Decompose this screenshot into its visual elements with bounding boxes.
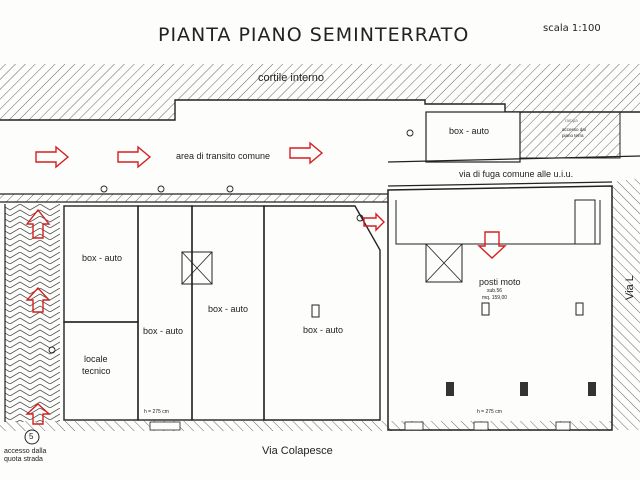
arrow-up-2 [25,286,51,313]
courtyard-hatch [0,64,640,120]
arrow-right-3 [289,141,324,165]
transit-area-outline [0,99,640,121]
courtyard-label: cortile interno [258,72,325,84]
arrow-down [477,231,507,259]
box-large-label: box - auto [303,325,344,335]
right-street-hatch [612,178,640,430]
box-mid-label: box - auto [208,304,249,314]
box-mid-left-label: box - auto [143,326,184,336]
box-mid-left-outline [137,205,193,421]
escape-route-label: via di fuga comune alle u.i.u. [459,169,574,179]
access-line2: quota strada [4,456,43,463]
arrow-up-1 [25,208,51,239]
box-left-label: box - auto [82,253,123,263]
moto-spaces-label: posti moto [479,277,521,287]
transit-lower-hatch [0,194,388,202]
flow-arrows [25,141,507,425]
box-left-outline [63,205,139,323]
street-right-label: Via L [624,275,636,300]
ramp-faint-label: rampa [565,118,578,123]
access-number-circle [24,429,40,445]
box-top-right-label: box - auto [449,126,490,136]
transit-area-label: area di transito comune [176,151,271,161]
scale-label: scala 1:100 [543,23,601,34]
bottom-wall-band [0,421,612,431]
height-right-label: h = 275 cm [477,409,502,415]
access-piano-terra-line1: accesso dal [562,127,586,132]
height-left-label: h = 275 cm [144,409,169,415]
moto-sub-label: sub.56 [487,288,503,294]
tech-room-line1: locale [84,354,108,364]
moto-area-outline [387,185,613,431]
box-large-outline [263,205,381,421]
arrow-up-3 [25,403,51,425]
arrow-right-4 [363,212,385,232]
page-title: PIANTA PIANO SEMINTERRATO [158,24,470,46]
access-ramp [5,204,60,422]
box-top-right-outline [425,111,521,163]
arrow-right-2 [117,145,152,169]
access-piano-terra-line2: piano terra [562,133,584,138]
arrow-right-1 [35,145,70,169]
tech-room-line2: tecnico [82,366,111,376]
access-number: 5 [29,432,34,441]
street-bottom-label: Via Colapesce [262,445,333,457]
access-line1: accesso dalla [4,448,47,455]
moto-area-label: mq. 159,00 [482,295,508,301]
